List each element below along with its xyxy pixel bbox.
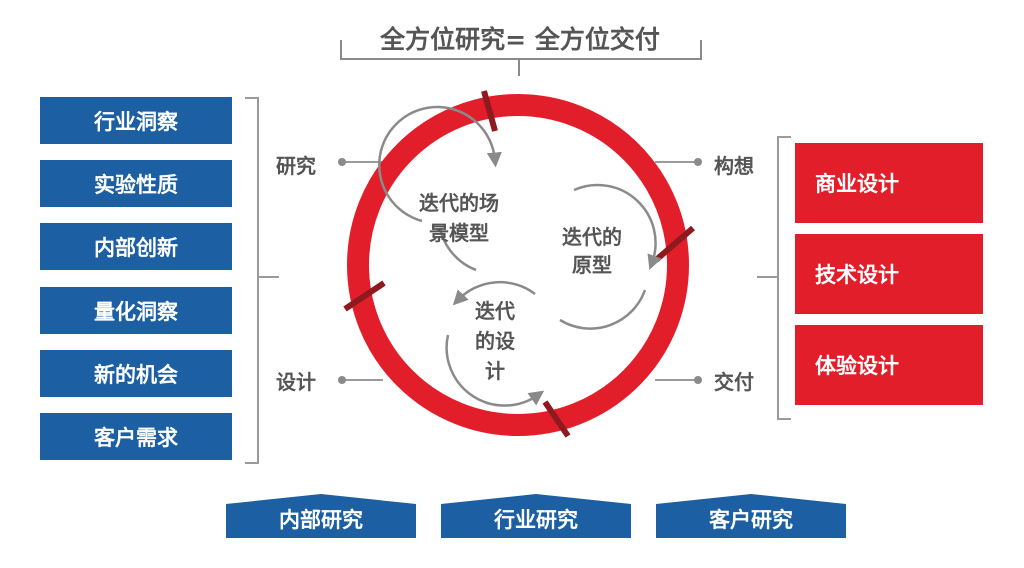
cycle-scenario-line1: 迭代的场 [419,191,499,215]
cycle-prototype-line2: 原型 [572,253,612,277]
left-item-internal-innovation: 内部创新 [40,223,232,270]
arrow-cycle-design [452,280,536,306]
cycle-design-line1: 迭代 [475,299,515,323]
ring-tick-top [481,90,498,132]
left-item-industry-insight: 行业洞察 [40,97,232,144]
diagram-title: 全方位研究= 全方位交付 [380,25,660,54]
ring-tick-right [654,225,695,263]
left-item-customer-demand: 客户需求 [40,413,232,460]
arrow-cycle-prototype [573,183,662,271]
ring-tick-bottom [542,400,571,438]
title-bracket-stem [518,58,520,76]
arrow-cycle-scenario-tail [438,227,477,272]
arrow-cycle-scenario [377,105,502,223]
right-bracket [777,136,791,420]
title-bracket [340,40,702,60]
cycle-scenario-line2: 景模型 [429,221,489,245]
bottom-item-customer-research: 客户研究 [656,494,846,538]
label-design: 设计 [276,370,316,394]
arrow-cycle-design-tail [445,334,545,407]
label-concept: 构想 [714,154,754,178]
right-item-experience-design: 体验设计 [795,325,983,405]
right-item-business-design: 商业设计 [795,143,983,223]
left-item-new-opportunity: 新的机会 [40,350,232,397]
arrow-cycle-prototype-tail [559,289,647,330]
left-bracket [245,97,259,464]
label-deliver: 交付 [714,370,754,394]
right-bracket-stem [757,276,777,278]
red-ring [347,94,689,436]
connector-deliver-dot [694,376,702,384]
right-item-tech-design: 技术设计 [795,234,983,314]
connector-research-dot [338,158,346,166]
connector-design-dot [338,376,346,384]
connector-concept-dot [694,158,702,166]
ring-tick-left [343,280,386,312]
left-bracket-stem [259,276,279,278]
bottom-item-industry-research: 行业研究 [441,494,631,538]
bottom-item-internal-research: 内部研究 [226,494,416,538]
left-item-experimental: 实验性质 [40,160,232,207]
left-item-quantified-insight: 量化洞察 [40,287,232,334]
label-research: 研究 [276,154,316,178]
cycle-design-line2: 的设 [475,329,515,353]
cycle-prototype-line1: 迭代的 [562,225,622,249]
cycle-design-line3: 计 [485,359,505,383]
